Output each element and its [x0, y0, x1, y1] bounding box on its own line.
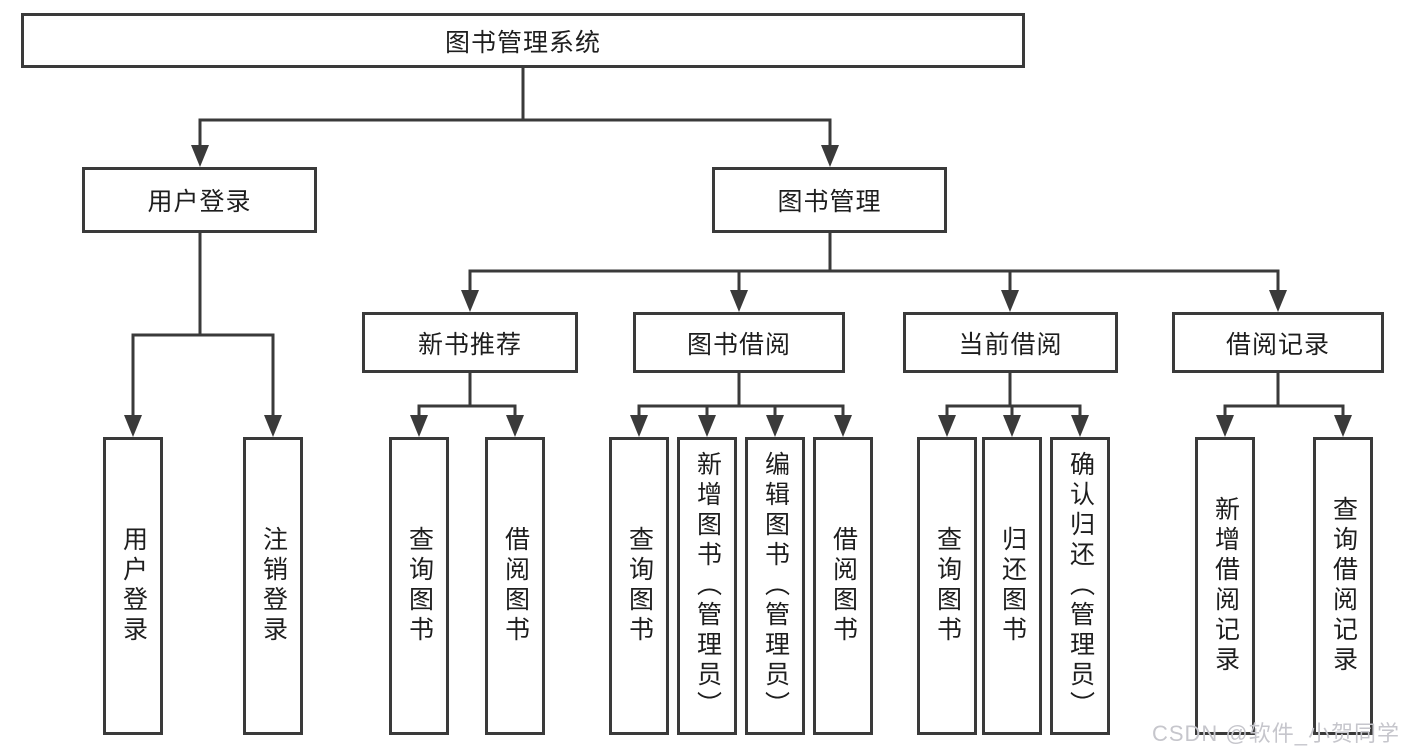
leaf-borrow-books-recommend: 借阅图书	[485, 437, 545, 735]
node-book-borrow-label: 图书借阅	[686, 330, 791, 359]
leaf-borrow-books-label: 借阅图书	[829, 526, 858, 646]
watermark: CSDN @软件_小贺同学	[1151, 721, 1400, 746]
leaf-confirm-return-admin: 确认归还（管理员）	[1050, 437, 1110, 735]
node-new-book-recommend: 新书推荐	[362, 312, 578, 373]
node-book-borrow: 图书借阅	[633, 312, 845, 373]
leaf-query-books-current: 查询图书	[917, 437, 977, 735]
node-book-management: 图书管理	[712, 167, 947, 233]
leaf-confirm-return-admin-label: 确认归还（管理员）	[1066, 451, 1095, 721]
leaf-user-login-label: 用户登录	[119, 526, 148, 646]
node-current-borrow: 当前借阅	[903, 312, 1118, 373]
leaf-query-books-recommend-label: 查询图书	[405, 526, 434, 646]
leaf-add-borrow-record-label: 新增借阅记录	[1211, 496, 1240, 676]
leaf-add-book-admin: 新增图书（管理员）	[677, 437, 737, 735]
leaf-return-book: 归还图书	[982, 437, 1042, 735]
leaf-query-books-borrow-label: 查询图书	[625, 526, 654, 646]
node-user-login-label: 用户登录	[147, 188, 252, 216]
leaf-query-books-current-label: 查询图书	[933, 526, 962, 646]
leaf-edit-book-admin: 编辑图书（管理员）	[745, 437, 805, 735]
node-new-book-recommend-label: 新书推荐	[417, 330, 522, 359]
node-user-login: 用户登录	[82, 167, 317, 233]
leaf-add-book-admin-label: 新增图书（管理员）	[693, 451, 722, 721]
leaf-user-login: 用户登录	[103, 437, 163, 735]
node-borrow-records: 借阅记录	[1172, 312, 1384, 373]
leaf-query-borrow-record-label: 查询借阅记录	[1329, 496, 1358, 676]
node-root-system: 图书管理系统	[21, 13, 1025, 68]
node-borrow-records-label: 借阅记录	[1225, 330, 1330, 359]
leaf-query-borrow-record: 查询借阅记录	[1313, 437, 1373, 735]
node-root-label: 图书管理系统	[444, 28, 601, 57]
leaf-borrow-books-recommend-label: 借阅图书	[501, 526, 530, 646]
leaf-borrow-books: 借阅图书	[813, 437, 873, 735]
leaf-return-book-label: 归还图书	[998, 526, 1027, 646]
leaf-add-borrow-record: 新增借阅记录	[1195, 437, 1255, 735]
leaf-logout-label: 注销登录	[259, 526, 288, 646]
leaf-logout: 注销登录	[243, 437, 303, 735]
node-book-management-label: 图书管理	[777, 188, 882, 216]
leaf-query-books-recommend: 查询图书	[389, 437, 449, 735]
leaf-query-books-borrow: 查询图书	[609, 437, 669, 735]
node-current-borrow-label: 当前借阅	[958, 330, 1063, 359]
leaf-edit-book-admin-label: 编辑图书（管理员）	[761, 451, 790, 721]
